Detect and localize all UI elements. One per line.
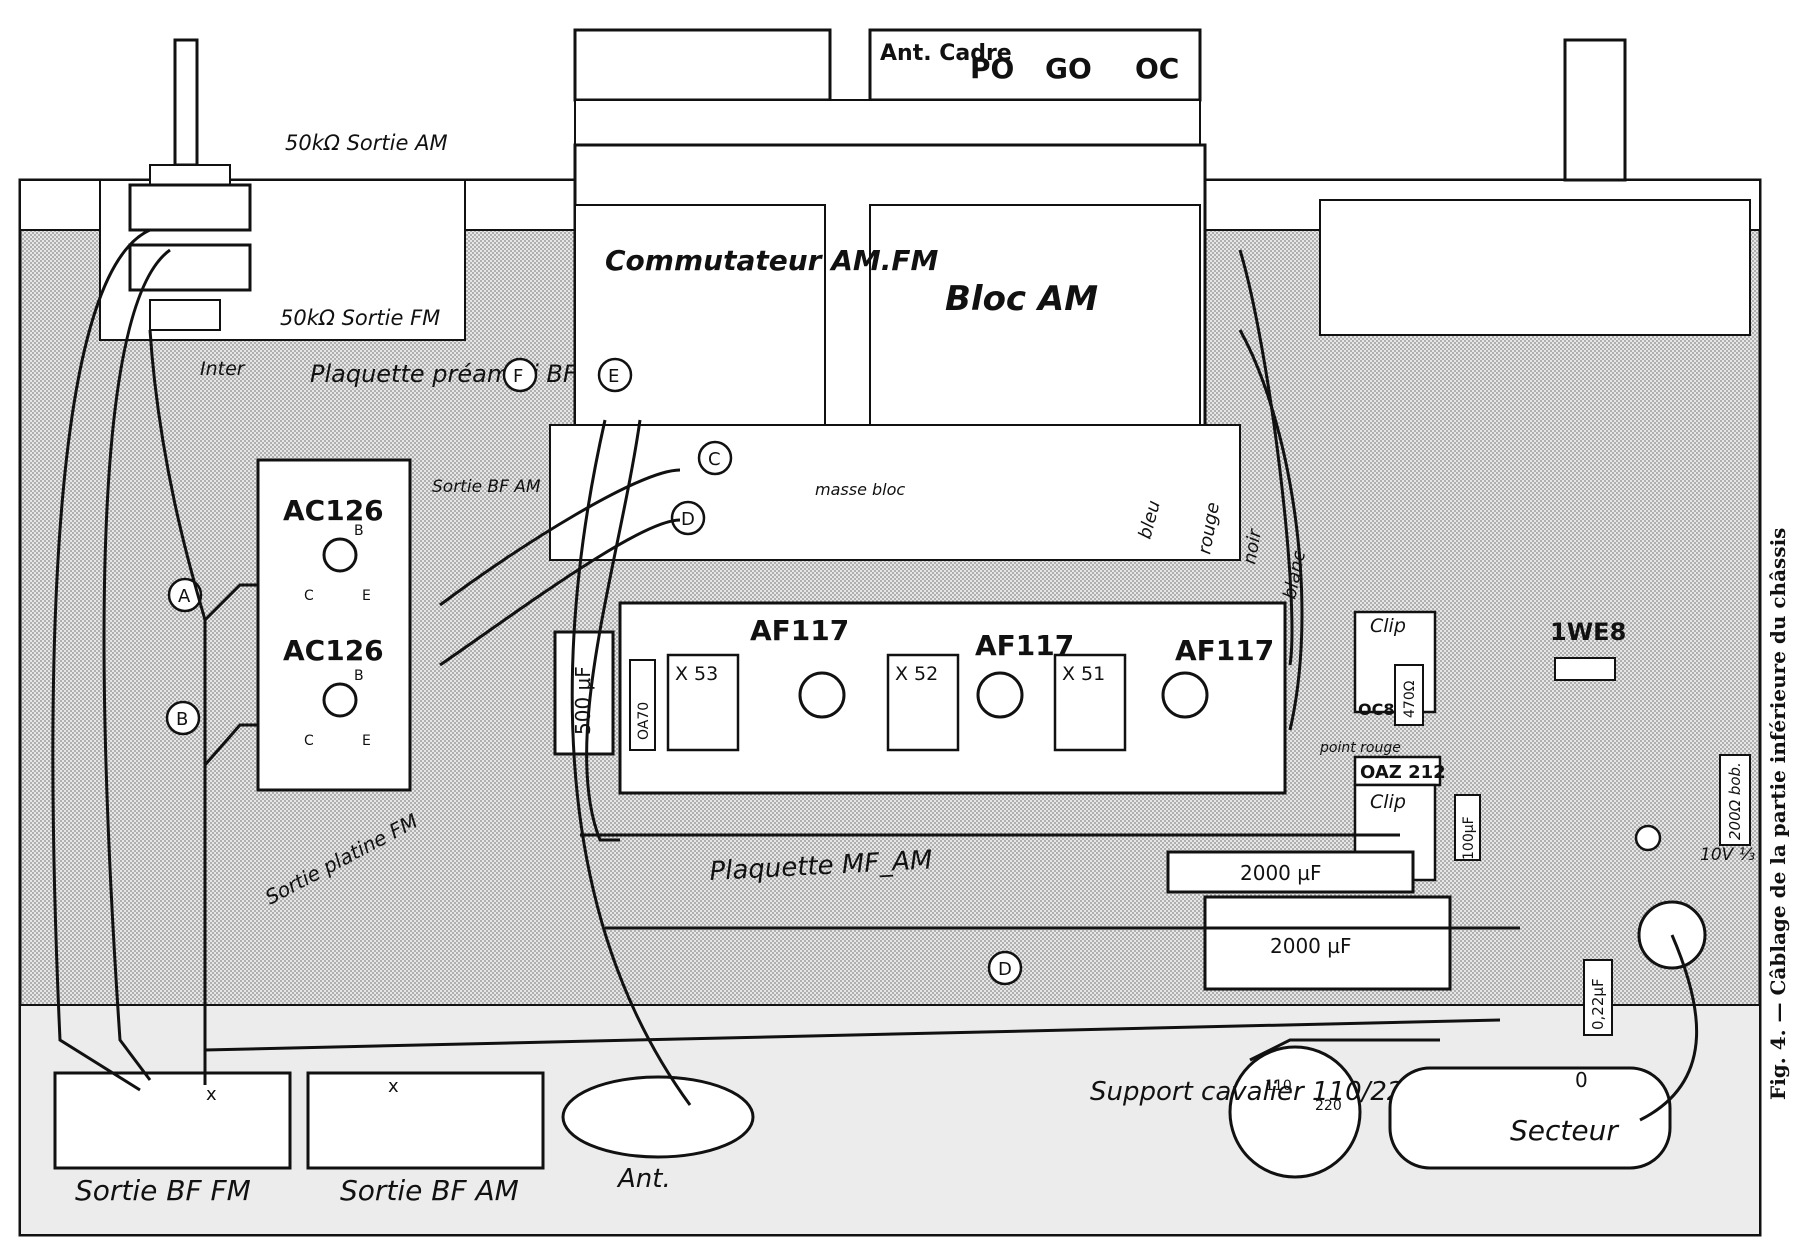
ac126-label-2: AC126	[283, 634, 384, 667]
tab-go: GO	[1045, 52, 1092, 85]
bf-am-socket	[306, 1071, 545, 1170]
res-470-label: 470Ω	[1402, 680, 1418, 718]
am-block-inner	[869, 204, 1201, 426]
tab-ant-cadre: Ant. Cadre	[880, 41, 1012, 66]
marker-d-top	[670, 500, 706, 536]
mains-socket	[1388, 1066, 1672, 1170]
antenna-label: Ant.	[616, 1164, 671, 1194]
marker-e-label: E	[608, 366, 619, 387]
ac126-label-1: AC126	[283, 494, 384, 527]
pot-bottom-label: 50kΩ Sortie FM	[280, 306, 440, 330]
coil-x51	[1053, 653, 1127, 752]
af117-can-3	[1161, 671, 1209, 719]
top-tab-strip	[573, 28, 1202, 146]
af117-label-1: AF117	[750, 614, 849, 647]
marker-b	[165, 700, 201, 736]
tab-po: PO	[970, 52, 1014, 85]
clip-bottom-label: Clip	[1370, 791, 1406, 813]
lamp-label: 10V ⅓	[1700, 845, 1755, 865]
filter-cap-1-label: 2000 µF	[1240, 861, 1321, 885]
transistor-1-can	[322, 537, 358, 573]
coil-x52-label: X 52	[895, 663, 938, 685]
marker-d-top-label: D	[681, 509, 695, 530]
coil-x53	[666, 653, 740, 752]
marker-f	[502, 357, 538, 393]
marker-c-label: C	[708, 449, 721, 470]
figure-caption: Fig. 4. — Câblage de la partie inférieur…	[1766, 528, 1790, 1100]
marker-d-bottom-label: D	[998, 959, 1012, 980]
pin-b-2: B	[354, 668, 364, 684]
coil-x53-label: X 53	[675, 663, 718, 685]
tab-oc: OC	[1135, 52, 1179, 85]
af117-can-2	[976, 671, 1024, 719]
zero-label: 0	[1575, 1068, 1588, 1092]
ground-block-label: masse bloc	[815, 480, 905, 499]
marker-f-label: F	[513, 366, 523, 387]
coil-x52	[886, 653, 960, 752]
am-block-label: Bloc AM	[945, 279, 1098, 319]
fuse-1we8	[1554, 657, 1616, 681]
filter-cap-1	[1166, 850, 1415, 894]
marker-b-label: B	[176, 709, 188, 730]
pin-e-2: E	[362, 733, 371, 749]
filter-cap-2-label: 2000 µF	[1270, 934, 1351, 958]
cap-500	[553, 630, 615, 756]
filter-cap-2	[1203, 895, 1452, 991]
pin-c-2: C	[304, 733, 314, 749]
bf-fm-out-label: Sortie BF FM	[75, 1174, 251, 1207]
preamp-out-label: Sortie BF AM	[432, 477, 541, 497]
marker-a	[167, 577, 203, 613]
af117-label-3: AF117	[1175, 634, 1274, 667]
coil-x51-label: X 51	[1062, 663, 1105, 685]
inter-label: Inter	[200, 358, 246, 380]
antenna-socket	[561, 1075, 755, 1159]
mains-label: Secteur	[1510, 1114, 1619, 1147]
v110-label: 110	[1265, 1078, 1292, 1094]
cap-100-label: 100µF	[1461, 816, 1477, 860]
x-mark-fm: x	[206, 1084, 217, 1105]
block-base	[549, 424, 1241, 561]
oc80-label: OC80	[1358, 700, 1406, 719]
cap-022-label: 0,22µF	[1589, 978, 1607, 1030]
right-cutout	[1319, 199, 1751, 336]
voltage-selector	[1228, 1045, 1362, 1179]
marker-d-bottom	[987, 950, 1023, 986]
potentiometer	[128, 38, 252, 331]
cap-100	[1454, 794, 1481, 861]
transistor-2-can	[322, 682, 358, 718]
cap-022	[1583, 959, 1613, 1036]
pot-top-label: 50kΩ Sortie AM	[285, 131, 448, 155]
pilot-lamp	[1634, 824, 1662, 852]
res-200	[1719, 754, 1751, 846]
fuse-label: 1WE8	[1550, 618, 1626, 646]
af117-label-2: AF117	[975, 629, 1074, 662]
preamp-board-label: Plaquette préampli BF	[310, 360, 578, 388]
pin-c-1: C	[304, 588, 314, 604]
pin-e-1: E	[362, 588, 371, 604]
diode-oa70	[629, 659, 656, 751]
wiring	[51, 228, 1698, 1122]
pin-b-1: B	[354, 523, 364, 539]
oaz-212-label: OAZ 212	[1360, 762, 1446, 783]
af117-can-1	[798, 671, 846, 719]
diode-oa70-label: OA70	[636, 702, 652, 740]
clip-top-label: Clip	[1370, 615, 1406, 637]
x-mark-am: x	[388, 1076, 399, 1097]
right-shaft	[1563, 38, 1627, 182]
bf-am-out-label: Sortie BF AM	[340, 1174, 519, 1207]
switch-block-label: Commutateur AM.FM	[605, 244, 939, 277]
point-rouge-label: point rouge	[1319, 740, 1401, 756]
marker-e	[597, 357, 633, 393]
marker-c	[697, 440, 733, 476]
v220-label: 220	[1315, 1098, 1342, 1114]
marker-a-label: A	[178, 586, 191, 607]
res-470	[1394, 664, 1424, 726]
bf-fm-socket	[53, 1071, 292, 1170]
res-200-label: 200Ω bob.	[1726, 762, 1744, 840]
preamp-board	[256, 458, 412, 792]
voltage-selector-label: Support cavalier 110/220V	[1090, 1077, 1440, 1107]
